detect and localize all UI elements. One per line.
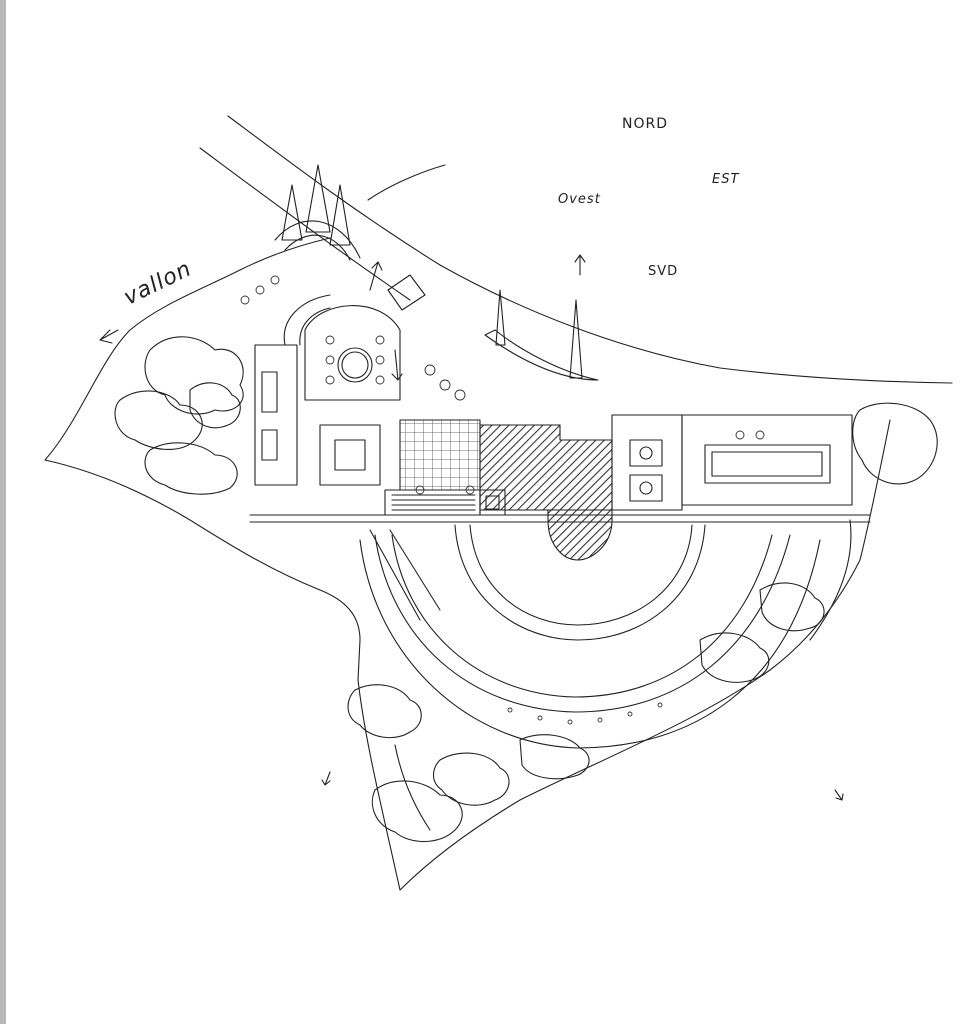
river-kiosk [387, 274, 426, 311]
west-pavilion [254, 344, 298, 486]
woodland-south-1 [371, 780, 463, 843]
east-path [809, 519, 852, 641]
west-curved-hedge [283, 294, 331, 346]
east-wing [611, 414, 683, 511]
road-line [367, 164, 446, 201]
middle-terrace [374, 534, 791, 713]
river-pier [484, 329, 599, 381]
river-edge-upper [227, 115, 953, 384]
inner-terrace [454, 524, 706, 641]
round-basin [337, 347, 373, 383]
river-edge-lower [199, 147, 411, 301]
woodland-west-2 [114, 390, 203, 451]
outer-terrace [359, 539, 821, 749]
villa-apse [547, 509, 613, 561]
compass-south-label: SVD [648, 264, 679, 279]
woodland-south-4 [519, 734, 590, 780]
west-stair [369, 529, 441, 621]
cypress-2 [305, 164, 331, 233]
tree-rows [240, 275, 765, 725]
woodland-east-3 [852, 402, 938, 485]
woodland-east-1 [699, 632, 770, 683]
pier-post-2 [569, 299, 583, 379]
south-arrow-left [321, 771, 331, 786]
villa-hatched-block [479, 424, 613, 511]
compass-west-label: Ovest [558, 192, 601, 207]
grid-garden [399, 419, 481, 491]
north-arch [274, 220, 361, 261]
round-parterre-enclosure [304, 305, 401, 401]
south-path [394, 744, 431, 831]
woodland-west-4 [189, 382, 241, 429]
compass-east-label: EST [712, 172, 740, 187]
vallon-arrow [99, 329, 119, 344]
cypress-1 [281, 184, 303, 241]
woodland-east-2 [759, 582, 825, 632]
south-arrow-right [834, 789, 844, 801]
compass-north-label: NORD [622, 116, 668, 132]
scan-margin-strip [0, 0, 6, 1024]
east-long-garden [681, 414, 853, 506]
terrace-line [249, 514, 871, 523]
woodland-south-3 [432, 752, 510, 806]
middle-terrace-2 [391, 534, 773, 698]
north-arrow-stroke [574, 254, 586, 276]
woodland-south-2 [347, 684, 422, 739]
path-arrow-1 [369, 261, 383, 291]
woodland-west-3 [144, 442, 238, 495]
courtyard-stair [384, 489, 481, 516]
path-arrow-2 [391, 349, 403, 381]
inner-terrace-2 [469, 524, 693, 626]
pier-post-1 [495, 289, 506, 346]
woodland-west-1 [144, 336, 244, 415]
